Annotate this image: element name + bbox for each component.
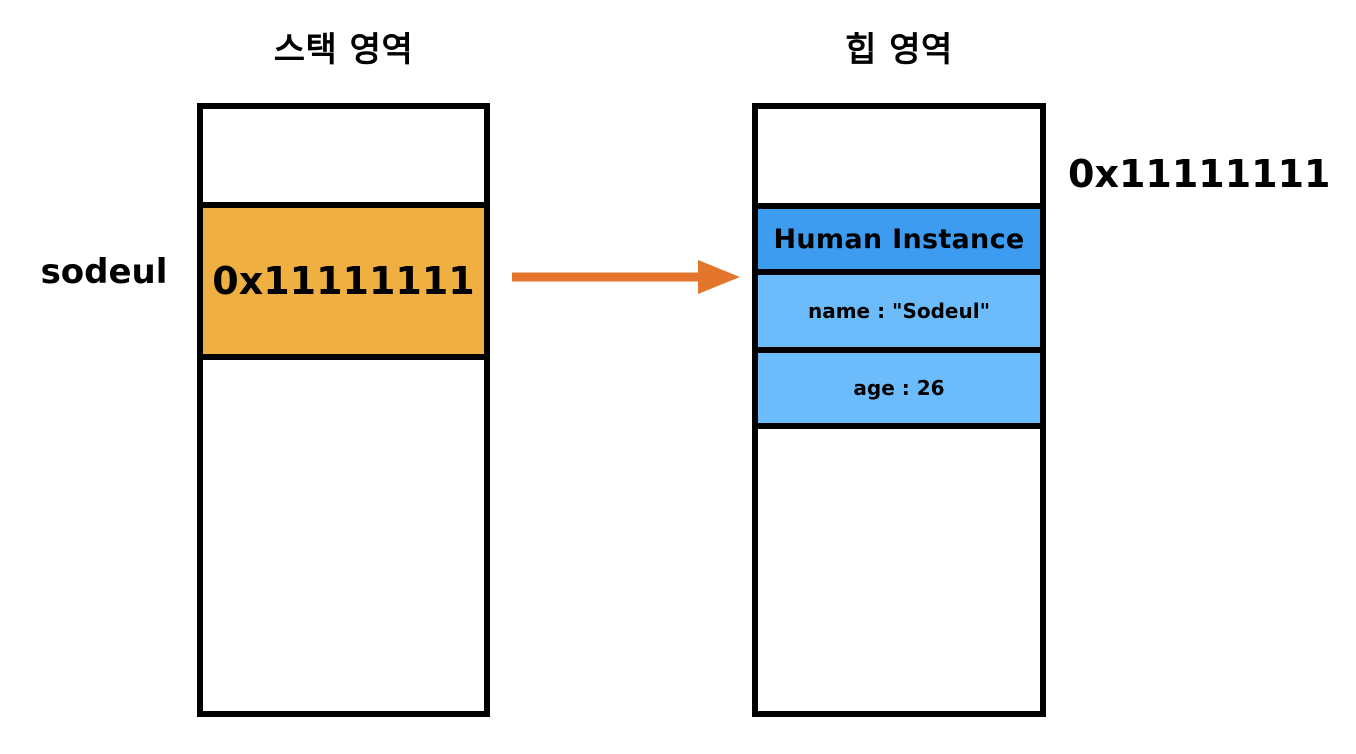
heap-memory-column: Human Instance name : "Sodeul" age : 26 <box>752 103 1046 717</box>
heap-slot-instance-header: Human Instance <box>758 203 1040 275</box>
stack-memory-column: 0x11111111 <box>197 103 490 717</box>
right-arrow-icon <box>512 260 740 294</box>
heap-slot-empty-bottom <box>758 429 1040 711</box>
heap-address-label: 0x11111111 <box>1068 152 1331 196</box>
heap-slot-empty-top <box>758 109 1040 203</box>
stack-slot-empty-top <box>203 109 484 202</box>
stack-region-title: 스택 영역 <box>273 30 414 70</box>
heap-slot-field-name: name : "Sodeul" <box>758 275 1040 353</box>
stack-slot-empty-bottom <box>203 360 484 711</box>
stack-slot-pointer-value: 0x11111111 <box>203 202 484 360</box>
heap-slot-field-age: age : 26 <box>758 353 1040 429</box>
heap-region-title: 힙 영역 <box>845 30 953 70</box>
variable-name-label: sodeul <box>40 252 168 292</box>
